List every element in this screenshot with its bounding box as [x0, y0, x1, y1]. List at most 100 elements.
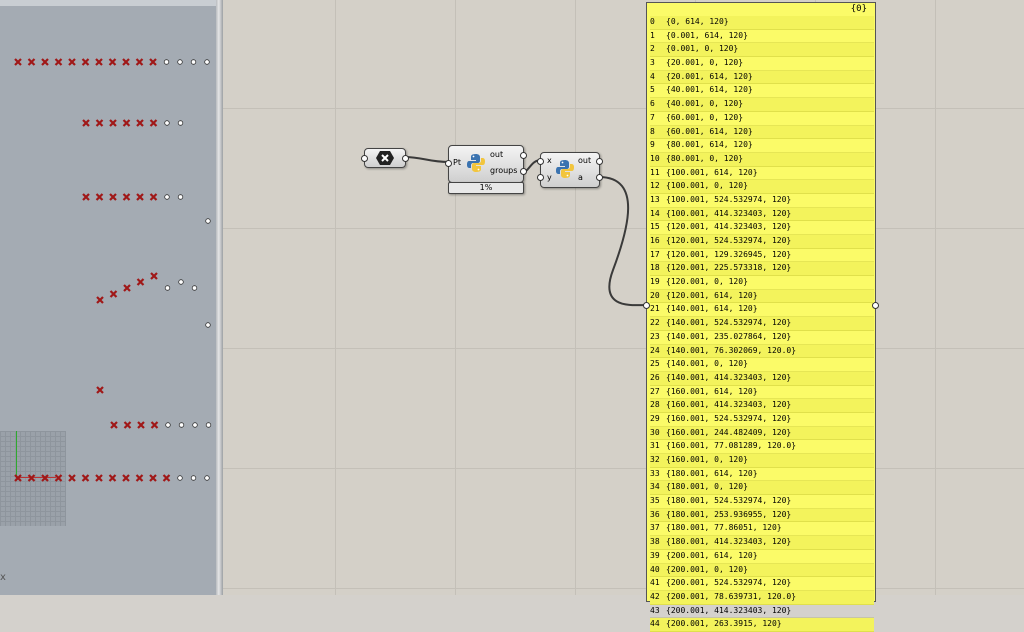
- panel-row: 14{100.001, 414.323403, 120}: [650, 207, 874, 222]
- panel-row-index: 22: [650, 318, 660, 328]
- point-marker-cross: [82, 193, 90, 201]
- panel-row-index: 34: [650, 482, 660, 492]
- panel-row-index: 26: [650, 372, 660, 382]
- panel-row: 35{180.001, 524.532974, 120}: [650, 495, 874, 509]
- panel-row-value: {180.001, 614, 120}: [666, 468, 758, 478]
- panel-row: 2 {0.001, 0, 120}: [650, 43, 874, 58]
- point-marker-circle: [164, 194, 170, 200]
- panel-row: 5{40.001, 614, 120}: [650, 84, 874, 99]
- point-marker-circle: [205, 422, 212, 428]
- panel-row: 40 {200.001, 0, 120}: [650, 563, 874, 578]
- panel-path-label: {0}: [850, 4, 867, 14]
- point-marker-cross: [123, 284, 131, 292]
- python2-output-port-a[interactable]: [596, 174, 603, 181]
- panel-row-index: 4: [650, 71, 655, 81]
- panel-row: 42{200.001, 78.639731, 120.0}: [650, 590, 874, 605]
- python1-output-port-groups[interactable]: [520, 168, 527, 175]
- point-marker-cross: [135, 474, 144, 482]
- point-marker-cross: [122, 58, 130, 66]
- point-marker-cross: [122, 193, 131, 201]
- python-logo-icon: [555, 159, 575, 181]
- y-axis-line: [16, 431, 17, 478]
- panel-row-index: 41: [650, 578, 660, 588]
- panel-row-value: {180.001, 0, 120}: [666, 482, 748, 492]
- panel-row-value: {80.001, 0, 120}: [666, 153, 744, 163]
- point-marker-circle: [177, 194, 184, 200]
- panel-row: 6{40.001, 0, 120}: [650, 98, 874, 112]
- point-marker-circle: [164, 120, 170, 126]
- panel-row-index: 13: [650, 194, 660, 204]
- toggle-output-port[interactable]: [402, 155, 409, 162]
- point-marker-cross: [149, 193, 158, 201]
- panel-row-value: {200.001, 524.532974, 120}: [666, 578, 792, 588]
- panel-data-list: 0{0, 614, 120}1{0.001, 614, 120}2{0.001,…: [650, 16, 874, 632]
- python-component-1[interactable]: Pt out groups: [445, 145, 527, 183]
- panel-row-value: {140.001, 0, 120}: [666, 359, 748, 369]
- panel-row-value: {120.001, 614, 120}: [666, 290, 758, 300]
- panel-row: 41 {200.001, 524.532974, 120}: [650, 577, 874, 591]
- viewport-grid: [0, 431, 66, 526]
- python1-output-label-out: out: [490, 150, 504, 159]
- point-marker-cross: [95, 119, 104, 127]
- point-marker-circle: [163, 59, 170, 65]
- python1-input-port-pt[interactable]: [445, 160, 452, 167]
- panel-row-index: 39: [650, 550, 660, 560]
- panel-row-index: 36: [650, 509, 660, 519]
- close-hexagon-icon: [376, 150, 394, 168]
- python-component-2[interactable]: x y out a: [537, 152, 603, 188]
- panel-row: 9{80.001, 614, 120}: [650, 139, 874, 153]
- panel-row-value: {120.001, 414.323403, 120}: [666, 222, 792, 232]
- panel-row-index: 9: [650, 140, 655, 150]
- panel-row-value: {160.001, 77.081289, 120.0}: [666, 441, 797, 451]
- python2-input-label-y: y: [547, 173, 552, 182]
- point-marker-cross: [95, 193, 104, 201]
- panel-row-index: 24: [650, 345, 660, 355]
- point-markers: [14, 58, 212, 482]
- panel-row-index: 6: [650, 99, 655, 109]
- panel-row: 12{100.001, 0, 120}: [650, 180, 874, 194]
- panel-row: 26{140.001, 414.323403, 120}: [650, 371, 874, 386]
- panel-row: 16{120.001, 524.532974, 120}: [650, 235, 874, 249]
- toggle-component[interactable]: [361, 148, 409, 168]
- panel-component[interactable]: {0} 0{0, 614, 120}1{0.001, 614, 120}2{0.…: [643, 2, 879, 632]
- panel-input-port[interactable]: [643, 302, 650, 309]
- point-marker-circle: [177, 120, 184, 126]
- viewport-splitter[interactable]: [216, 0, 223, 595]
- python-logo-icon: [466, 153, 486, 175]
- panel-output-port[interactable]: [872, 302, 879, 309]
- point-marker-cross: [96, 296, 104, 304]
- panel-row-value: {160.001, 414.323403, 120}: [666, 400, 792, 410]
- panel-row: 29{160.001, 524.532974, 120}: [650, 413, 874, 427]
- panel-row-value: {180.001, 414.323403, 120}: [666, 537, 792, 547]
- python2-input-port-y[interactable]: [537, 174, 544, 181]
- panel-row-index: 20: [650, 290, 660, 300]
- panel-row-index: 0: [650, 17, 655, 26]
- grasshopper-canvas[interactable]: Pt out groups 1% x y out a: [223, 0, 1024, 595]
- panel-row-index: 30: [650, 427, 660, 437]
- toggle-input-port[interactable]: [361, 155, 368, 162]
- panel-row: 18{120.001, 225.573318, 120}: [650, 262, 874, 277]
- panel-row-value: {160.001, 0, 120}: [666, 455, 748, 464]
- panel-row-value: {180.001, 77.86051, 120}: [666, 523, 782, 533]
- point-marker-cross: [122, 474, 130, 482]
- rhino-viewport[interactable]: x: [0, 0, 216, 595]
- panel-row-value: {200.001, 0, 120}: [666, 564, 748, 574]
- panel-row-index: 7: [650, 112, 655, 122]
- panel-row-index: 17: [650, 249, 660, 259]
- python1-output-port-out[interactable]: [520, 152, 527, 159]
- panel-row-value: {120.001, 524.532974, 120}: [666, 236, 792, 245]
- panel-row: 22 {140.001, 524.532974, 120}: [650, 317, 874, 331]
- point-marker-cross: [162, 474, 171, 482]
- panel-row-value: {20.001, 0, 120}: [666, 58, 744, 68]
- panel-row-index: 2: [650, 44, 655, 54]
- panel-row-value: {120.001, 225.573318, 120}: [666, 263, 792, 273]
- panel-row-index: 11: [650, 167, 660, 177]
- panel-row: 8{60.001, 614, 120}: [650, 125, 874, 140]
- panel-row-index: 40: [650, 564, 660, 574]
- python2-input-port-x[interactable]: [537, 158, 544, 165]
- wire-a-to-panel: [598, 176, 647, 307]
- python2-output-port-out[interactable]: [596, 158, 603, 165]
- point-marker-cross: [96, 386, 104, 394]
- panel-row-value: {0.001, 0, 120}: [666, 44, 739, 54]
- panel-row-value: {140.001, 524.532974, 120}: [666, 318, 792, 328]
